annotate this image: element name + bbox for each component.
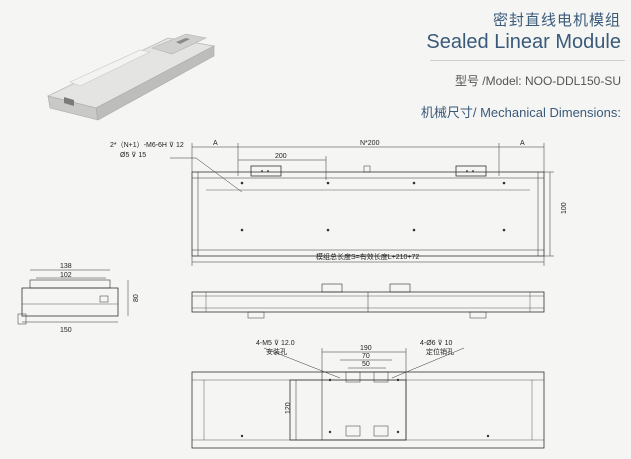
top-view-body: [191, 171, 545, 257]
front-view: [191, 283, 545, 319]
dim-total-length: 模组总长度S=有效长度L+210+72: [316, 252, 419, 261]
dim-138: 138: [60, 263, 72, 270]
mounting-hole-callout: 4-M5 ⊽ 12.0: [256, 339, 295, 347]
pin-hole-label: 定位销孔: [426, 347, 454, 356]
dim-a-left: A: [213, 140, 218, 147]
hole-callout: 2*（N+1）-M6-6H ⊽ 12: [110, 141, 184, 149]
carriage-view: [191, 347, 545, 449]
top-left-block: [250, 165, 282, 177]
pin-hole-callout: 4-Ø6 ⊽ 10: [420, 339, 452, 347]
carriage-plate: [289, 379, 407, 441]
title-chinese: 密封直线电机模组: [492, 12, 621, 29]
dim-a-right: A: [520, 140, 525, 147]
carriage-view-body: [191, 371, 545, 449]
dim-pitch-total: N*200: [360, 140, 380, 147]
header-divider: [430, 60, 625, 61]
dim-190: 190: [360, 345, 372, 352]
top-view: [170, 143, 554, 266]
product-photo: [46, 33, 216, 121]
dim-50: 50: [362, 361, 370, 368]
dim-120: 120: [285, 402, 292, 414]
dim-150: 150: [60, 327, 72, 334]
dim-80: 80: [133, 294, 140, 302]
dim-102: 102: [60, 272, 72, 279]
mounting-hole-label: 安装孔: [266, 347, 287, 356]
top-right-block: [455, 165, 487, 177]
dim-pitch: 200: [275, 153, 287, 160]
title-english: Sealed Linear Module: [426, 31, 621, 53]
dim-70: 70: [362, 353, 370, 360]
side-view: [17, 269, 129, 325]
model-number: 型号 /Model: NOO-DDL150-SU: [454, 74, 621, 88]
dim-width: 100: [561, 202, 568, 214]
mechanical-dimensions-heading: 机械尺寸/ Mechanical Dimensions:: [420, 105, 621, 120]
counterbore-callout: Ø5 ⊽ 15: [120, 151, 146, 159]
